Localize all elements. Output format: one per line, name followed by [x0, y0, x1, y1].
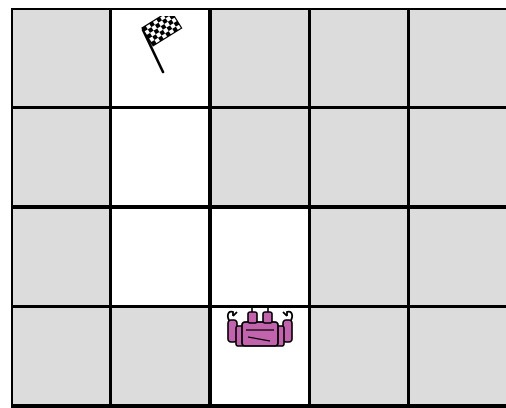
grid-cell-r2-c4: [410, 209, 506, 305]
grid-cell-r1-c2: [212, 109, 308, 205]
grid-cell-r3-c0: [13, 308, 109, 404]
grid-cell-r3-c1: [112, 308, 208, 404]
grid-cell-r1-c0: [13, 109, 109, 205]
grid-cell-r3-c2: [212, 308, 308, 404]
grid-cell-r1-c3: [311, 109, 407, 205]
grid-cell-r0-c3: [311, 10, 407, 106]
grid-cell-r2-c1: [112, 209, 208, 305]
grid-cell-r2-c0: [13, 209, 109, 305]
grid-cell-r1-c4: [410, 109, 506, 205]
grid-cell-r0-c2: [212, 10, 308, 106]
grid-cell-r0-c0: [13, 10, 109, 106]
maze-grid: [11, 8, 506, 408]
grid-cell-r1-c1: [112, 109, 208, 205]
grid-cell-r3-c4: [410, 308, 506, 404]
grid-cell-r2-c2: [212, 209, 308, 305]
grid-cell-r3-c3: [311, 308, 407, 404]
grid-cell-r2-c3: [311, 209, 407, 305]
grid-cell-r0-c1: [112, 10, 208, 106]
grid-cell-r0-c4: [410, 10, 506, 106]
